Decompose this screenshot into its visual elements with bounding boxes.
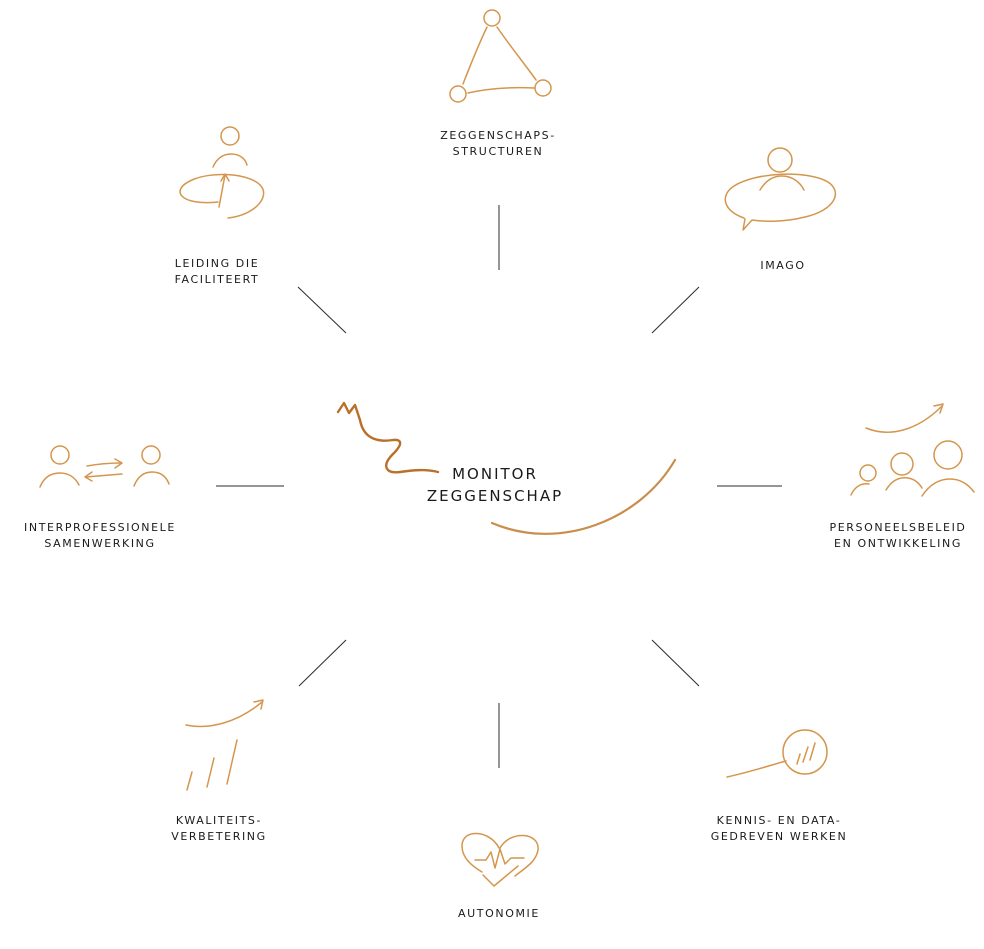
- label-line: KWALITEITS-: [175, 814, 263, 827]
- label-kwaliteit: KWALITEITS- VERBETERING: [171, 813, 267, 845]
- center-brush-logo: [336, 401, 677, 535]
- center-title-line2: ZEGGENSCHAP: [426, 487, 564, 505]
- label-leiding: LEIDING DIE FACILITEERT: [175, 256, 260, 288]
- connectors: [216, 205, 782, 768]
- center-brush-zigzag: [336, 401, 440, 474]
- label-line: GEDREVEN WERKEN: [710, 830, 848, 843]
- label-imago: IMAGO: [760, 258, 805, 274]
- label-line: IMAGO: [760, 259, 806, 272]
- label-line: STRUCTUREN: [452, 145, 544, 158]
- group-growth-icon: [850, 403, 975, 497]
- label-kennis: KENNIS- EN DATA- GEDREVEN WERKEN: [711, 813, 848, 845]
- label-personeelsbeleid: PERSONEELSBELEID EN ONTWIKKELING: [830, 520, 967, 552]
- heart-pulse-icon: [461, 832, 539, 887]
- center-title: MONITOR ZEGGENSCHAP: [427, 463, 563, 507]
- center-title-line1: MONITOR: [452, 465, 538, 483]
- people-exchange-icon: [39, 445, 170, 488]
- label-autonomie: AUTONOMIE: [458, 906, 540, 922]
- label-zeggenschapsstructuren: ZEGGENSCHAPS- STRUCTUREN: [440, 128, 556, 160]
- growth-chart-icon: [185, 699, 264, 791]
- person-speech-bubble-icon: [724, 147, 837, 231]
- connector-top-right: [651, 286, 700, 334]
- connector-top-left: [297, 286, 347, 334]
- connector-bottom-right: [651, 639, 700, 687]
- center-brush-swoosh: [490, 458, 677, 535]
- label-line: KENNIS- EN DATA-: [716, 814, 842, 827]
- label-line: VERBETERING: [171, 830, 267, 843]
- label-line: LEIDING DIE: [174, 257, 260, 270]
- magnifier-icon: [726, 729, 828, 778]
- label-interprofessionele: INTERPROFESSIONELE SAMENWERKING: [24, 520, 176, 552]
- connector-bottom-left: [298, 639, 347, 687]
- label-line: EN ONTWIKKELING: [834, 537, 962, 550]
- person-upward-arrow-icon: [179, 126, 265, 219]
- label-line: FACILITEERT: [174, 273, 260, 286]
- label-line: INTERPROFESSIONELE: [24, 521, 176, 534]
- triangle-network-icon: [449, 9, 552, 103]
- label-line: AUTONOMIE: [458, 907, 540, 920]
- label-line: PERSONEELSBELEID: [829, 521, 967, 534]
- label-line: SAMENWERKING: [44, 537, 156, 550]
- label-line: ZEGGENSCHAPS-: [440, 129, 556, 142]
